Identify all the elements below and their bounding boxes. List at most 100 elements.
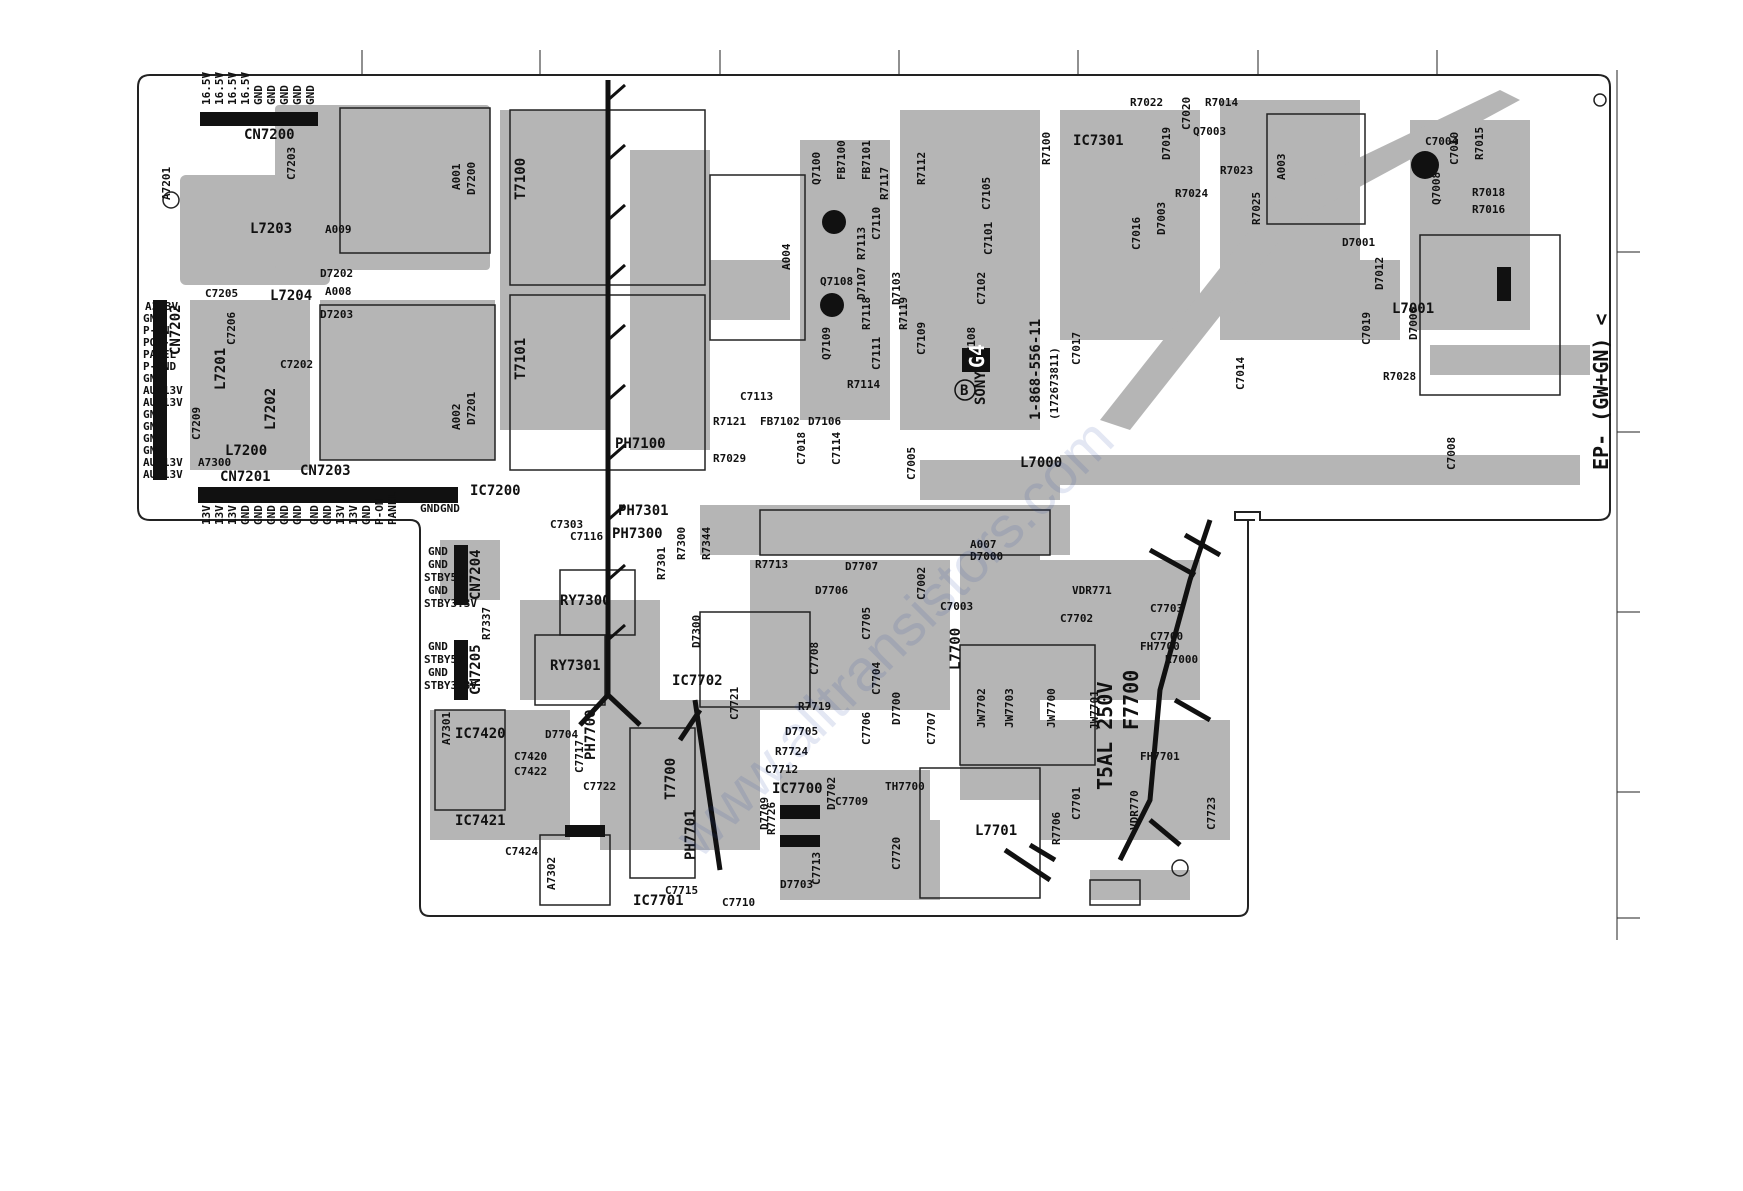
svg-text:C7101: C7101 (982, 222, 995, 255)
pin-label: 13V (347, 505, 360, 525)
connector-cn7204 (454, 545, 468, 605)
svg-text:C7113: C7113 (740, 390, 773, 403)
svg-text:C7116: C7116 (570, 530, 603, 543)
pin-label: GND (143, 432, 163, 445)
connector-cn7203 (308, 487, 458, 503)
ref-ph7700: PH7700 (583, 709, 599, 760)
cn7204-pin-labels: GND GND STBY5V GND STBY3.3V (424, 545, 477, 610)
ref-ry7300: RY7300 (560, 593, 611, 609)
ref-cn7201: CN7201 (220, 469, 271, 485)
connector-refs: CN7200 CN7201 CN7203 CN7202 CN7204 CN720… (168, 127, 484, 695)
ref-cn7203: CN7203 (300, 463, 351, 479)
pin-label: GND (278, 505, 291, 525)
pin-label: GND (143, 420, 163, 433)
svg-text:C7018: C7018 (795, 432, 808, 465)
svg-text:D7103: D7103 (890, 272, 903, 305)
svg-text:D7019: D7019 (1160, 127, 1173, 160)
svg-text:C7717: C7717 (573, 740, 586, 773)
svg-text:A001: A001 (450, 163, 463, 190)
svg-text:D7201: D7201 (465, 392, 478, 425)
svg-text:R7023: R7023 (1220, 164, 1253, 177)
svg-text:L7201: L7201 (213, 348, 229, 390)
svg-text:R7028: R7028 (1383, 370, 1416, 383)
svg-text:R7724: R7724 (775, 745, 808, 758)
svg-text:A7302: A7302 (545, 857, 558, 890)
svg-text:FB7100: FB7100 (835, 140, 848, 180)
svg-text:C7010: C7010 (1448, 132, 1461, 165)
svg-text:D7203: D7203 (320, 308, 353, 321)
svg-text:A7300: A7300 (198, 456, 231, 469)
connector-cn7202 (153, 300, 167, 480)
pin-label: 16.5V (213, 72, 226, 105)
svg-text:L7701: L7701 (975, 823, 1017, 839)
svg-text:A002: A002 (450, 404, 463, 431)
pin-label: 13V (226, 505, 239, 525)
svg-text:R7344: R7344 (700, 527, 713, 560)
ref-ph7100: PH7100 (615, 436, 666, 452)
pin-label: GND (428, 584, 448, 597)
svg-text:L7202: L7202 (263, 388, 279, 430)
svg-text:C7422: C7422 (514, 765, 547, 778)
svg-text:R7025: R7025 (1250, 192, 1263, 225)
svg-text:A7201: A7201 (160, 167, 173, 200)
svg-text:Q7003: Q7003 (1193, 125, 1226, 138)
svg-text:C7019: C7019 (1360, 312, 1373, 345)
ref-t7101: T7101 (513, 338, 529, 380)
svg-text:FB7101: FB7101 (860, 140, 873, 180)
svg-text:C7722: C7722 (583, 780, 616, 793)
svg-text:C7004: C7004 (1425, 135, 1458, 148)
pin-label: STBY5V (424, 653, 464, 666)
svg-text:C7303: C7303 (550, 518, 583, 531)
ref-ry7301: RY7301 (550, 658, 601, 674)
svg-text:L7200: L7200 (225, 443, 267, 459)
cn7202-pin-labels: A3.3V GND P-ON PON- PANEL P-GND GND AU+1… (143, 300, 183, 481)
pin-label: GND (428, 545, 448, 558)
pin-label: 16.5V (226, 72, 239, 105)
svg-text:D7706: D7706 (815, 584, 848, 597)
pin-label: P-ON (143, 324, 170, 337)
svg-text:C7713: C7713 (810, 852, 823, 885)
svg-text:D7703: D7703 (780, 878, 813, 891)
pin-label: GND (143, 372, 163, 385)
connector-cn7205 (454, 640, 468, 700)
svg-text:R7337: R7337 (480, 607, 493, 640)
svg-text:Q7100: Q7100 (810, 152, 823, 185)
pin-label: AU-13V (143, 456, 183, 469)
pin-label: GND (252, 505, 265, 525)
svg-text:C7005: C7005 (905, 447, 918, 480)
pin-label: GND (143, 444, 163, 457)
svg-text:D7705: D7705 (785, 725, 818, 738)
svg-text:C7016: C7016 (1130, 217, 1143, 250)
svg-text:R7018: R7018 (1472, 186, 1505, 199)
svg-text:JW7703: JW7703 (1003, 688, 1016, 728)
svg-text:R7117: R7117 (878, 167, 891, 200)
copper-layer (180, 90, 1590, 900)
pin-label: GND (360, 505, 373, 525)
ref-cn7200: CN7200 (244, 127, 295, 143)
pin-label: AU+13V (143, 384, 183, 397)
svg-text:D7001: D7001 (1342, 236, 1375, 249)
svg-text:R7301: R7301 (655, 547, 668, 580)
pin-label: PON- (143, 336, 170, 349)
hatch-marks (607, 83, 626, 642)
svg-text:C7203: C7203 (285, 147, 298, 180)
pin-label: PANEL (143, 348, 176, 361)
svg-text:C7720: C7720 (890, 837, 903, 870)
board-markings: G4 SONY B 1-868-556-11 (172673811) EP- (… (954, 313, 1613, 790)
svg-text:D7202: D7202 (320, 267, 353, 280)
pin-label: GND (428, 558, 448, 571)
svg-text:Q7108: Q7108 (820, 275, 853, 288)
pin-label: GND (252, 85, 265, 105)
pin-label: GND (239, 505, 252, 525)
ref-ic7420: IC7420 (455, 726, 506, 742)
svg-text:C7710: C7710 (722, 896, 755, 909)
cn7201-pin-labels: 13V 13V 13V GND GND GND GND GND (200, 505, 304, 525)
svg-text:C7712: C7712 (765, 763, 798, 776)
svg-text:C7109: C7109 (915, 322, 928, 355)
pin-label: P-GND (143, 360, 176, 373)
board-letter: B (960, 383, 968, 399)
svg-text:D7704: D7704 (545, 728, 578, 741)
major-part-labels: T7100 T7101 T7700 IC7200 IC7301 IC7420 I… (455, 133, 1124, 909)
brand-mark: SONY (973, 371, 989, 405)
svg-text:D7107: D7107 (855, 267, 868, 300)
